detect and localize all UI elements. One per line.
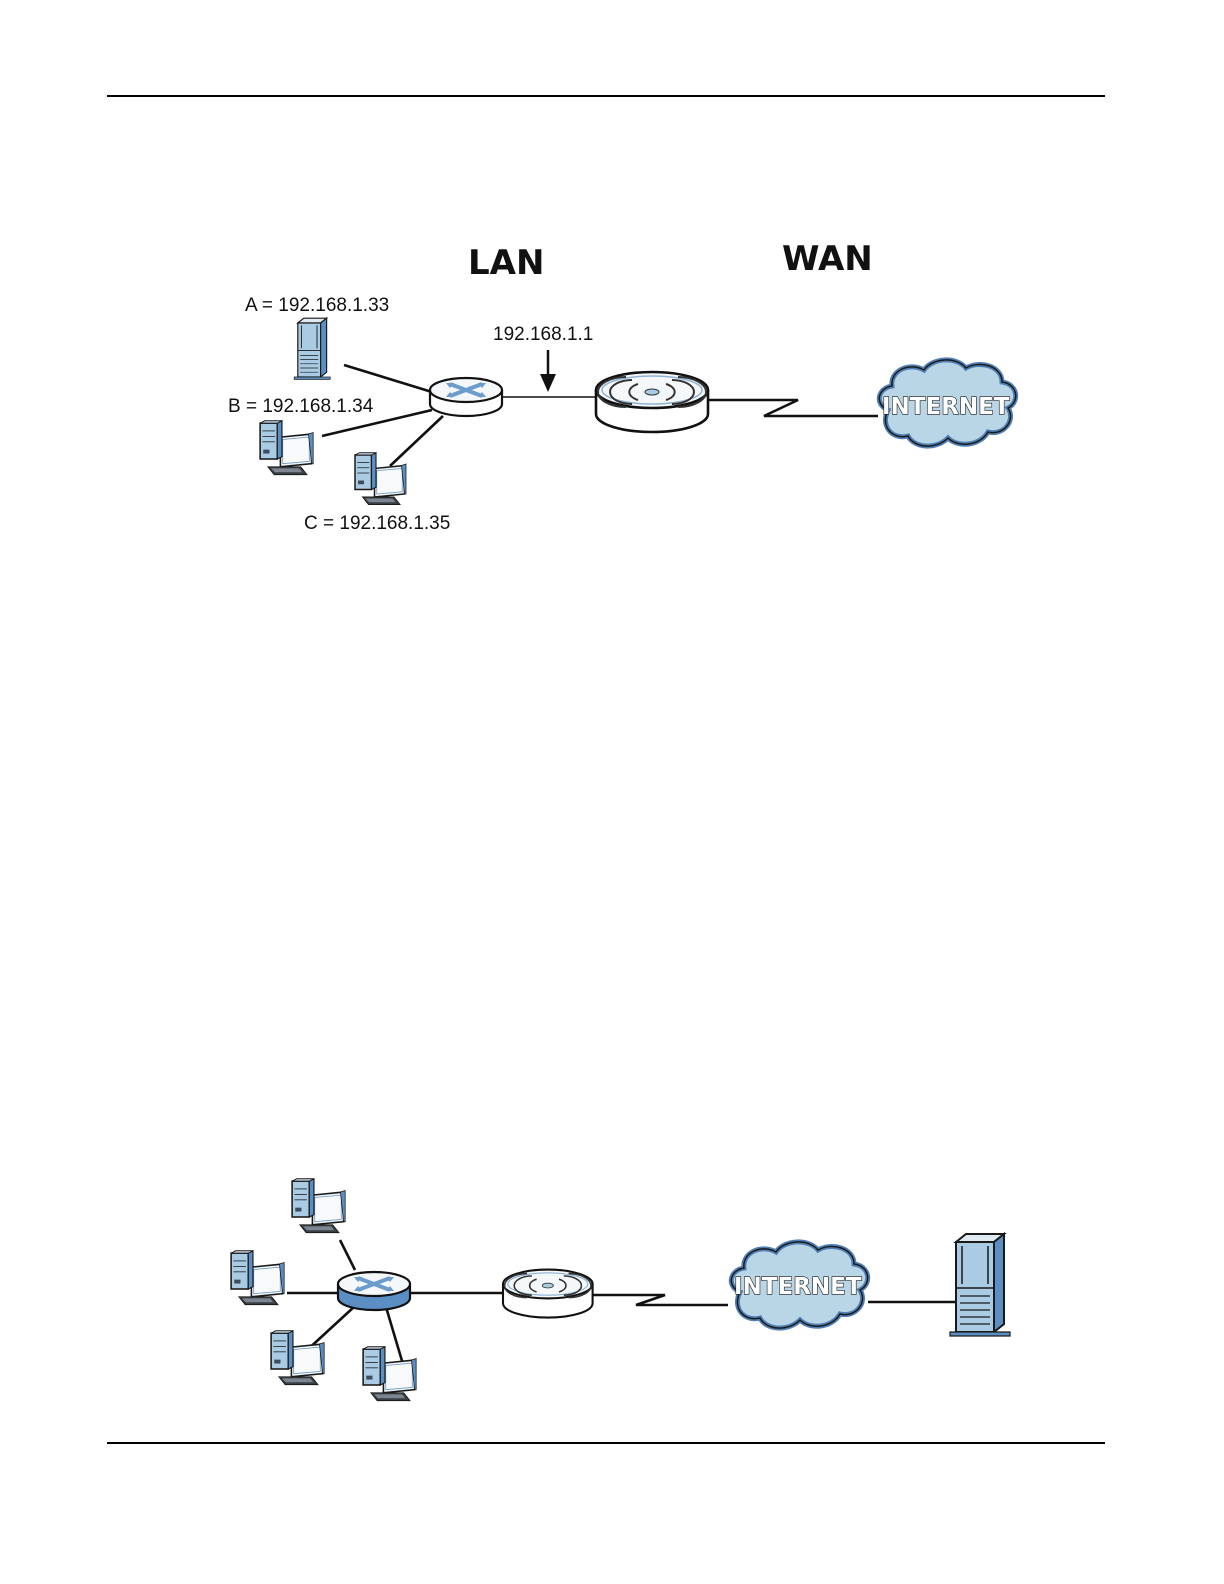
cloud-label: INTERNET xyxy=(734,1274,862,1300)
link-pc1-switch xyxy=(338,1239,357,1271)
server-tower-icon xyxy=(293,317,331,380)
desktop-computer-icon xyxy=(362,1346,417,1402)
host-c-label: C = 192.168.1.35 xyxy=(304,513,450,534)
gateway-arrow-icon xyxy=(540,350,556,392)
header-rule xyxy=(107,95,1105,97)
wan-heading: WAN xyxy=(782,239,873,279)
desktop-computer-icon xyxy=(230,1250,285,1306)
desktop-computer-icon xyxy=(270,1330,325,1386)
wan-link xyxy=(592,1293,728,1307)
desktop-computer-icon xyxy=(291,1178,346,1234)
host-a-label: A = 192.168.1.33 xyxy=(245,295,389,316)
cloud-label: INTERNET xyxy=(882,394,1010,420)
router-icon xyxy=(594,370,710,434)
internet-cloud-icon: INTERNET xyxy=(731,1242,867,1328)
link-a-switch xyxy=(343,363,433,394)
internet-cloud-icon: INTERNET xyxy=(879,360,1015,446)
figure-lan-wan-diagram: LAN WAN A = 192.168.1.33 B = 192.168.1.3… xyxy=(228,239,1224,534)
host-b-label: B = 192.168.1.34 xyxy=(228,396,374,417)
desktop-computer-icon xyxy=(354,452,407,506)
figure-internet-diagram: INTERNET xyxy=(230,1178,1011,1402)
gateway-ip-label: 192.168.1.1 xyxy=(493,324,593,345)
footer-rule xyxy=(107,1442,1105,1444)
wan-link xyxy=(706,398,878,418)
server-tower-icon xyxy=(949,1233,1011,1337)
link-b-switch xyxy=(321,408,433,438)
lan-heading: LAN xyxy=(468,243,544,283)
desktop-computer-icon xyxy=(259,419,314,476)
switch-icon xyxy=(428,376,504,418)
switch-icon xyxy=(336,1270,412,1312)
link-pc4-switch xyxy=(384,1306,407,1372)
link-c-switch xyxy=(389,415,444,467)
router-icon xyxy=(501,1268,594,1319)
